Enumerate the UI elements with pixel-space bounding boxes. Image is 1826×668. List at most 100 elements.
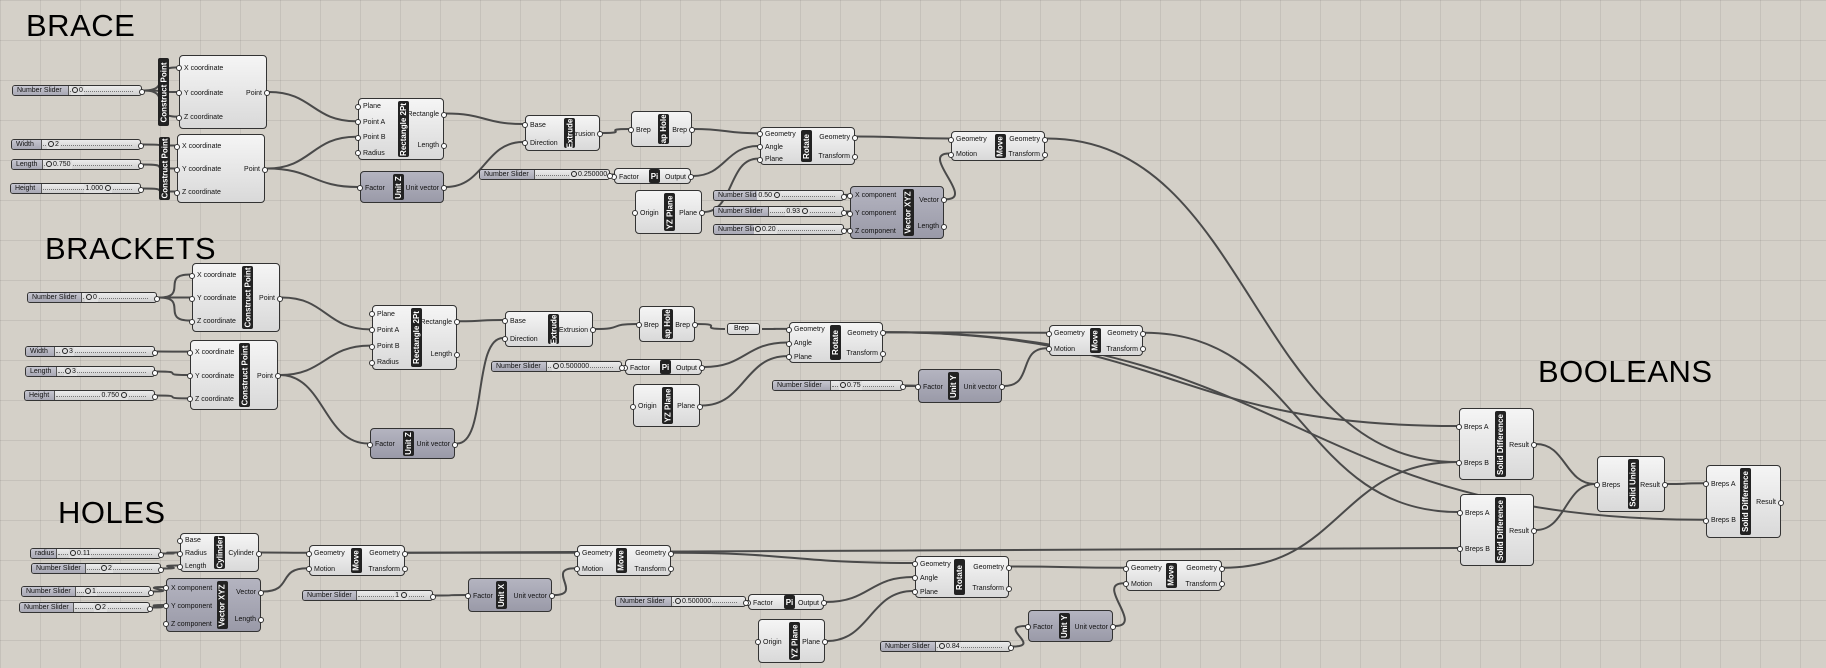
slider-value[interactable]: 0	[85, 293, 98, 302]
input-port[interactable]	[187, 396, 193, 403]
output-port[interactable]	[941, 197, 947, 204]
input-z-coordinate[interactable]: Z coordinate	[182, 189, 221, 196]
slider-value[interactable]: 0.250000	[570, 170, 609, 179]
output-port[interactable]	[668, 550, 674, 557]
output-port[interactable]	[549, 593, 555, 599]
input-point-b[interactable]: Point B	[377, 343, 400, 351]
slider-handle-icon[interactable]	[65, 368, 71, 375]
output-point[interactable]: Point	[257, 372, 273, 380]
slider-handle-icon[interactable]	[70, 550, 76, 557]
input-port[interactable]	[574, 550, 580, 557]
input-point-b[interactable]: Point B	[363, 134, 386, 142]
input-port[interactable]	[189, 295, 195, 302]
output-transform[interactable]: Transform	[368, 565, 400, 573]
output-port[interactable]	[138, 143, 144, 149]
output-port[interactable]	[1042, 151, 1048, 158]
output-unit-vector[interactable]: Unit vector	[513, 592, 547, 600]
input-geometry[interactable]: Geometry	[314, 550, 345, 558]
input-angle[interactable]: Angle	[765, 143, 783, 151]
output-port[interactable]	[152, 350, 158, 356]
output-port[interactable]	[590, 327, 596, 333]
output-port[interactable]	[999, 384, 1005, 390]
output-port[interactable]	[277, 295, 283, 302]
output-brep[interactable]: Brep	[675, 321, 690, 329]
input-motion[interactable]: Motion	[1131, 580, 1153, 588]
slider-handle-icon[interactable]	[571, 171, 577, 178]
input-port[interactable]	[1046, 330, 1052, 337]
output-transform[interactable]: Transform	[1185, 580, 1217, 588]
output-port[interactable]	[139, 89, 145, 95]
input-port[interactable]	[636, 322, 642, 328]
output-extrusion[interactable]: Extrusion	[558, 326, 588, 334]
slider-value[interactable]: 2	[47, 140, 60, 149]
slider-handle-icon[interactable]	[48, 141, 54, 148]
output-port[interactable]	[1219, 565, 1225, 572]
slider-value[interactable]: 0.75	[839, 381, 862, 390]
output-port[interactable]	[258, 589, 264, 596]
output-plane[interactable]: Plane	[802, 638, 820, 646]
output-port[interactable]	[880, 350, 886, 357]
output-geometry[interactable]: Geometry	[1186, 565, 1217, 573]
output-unit-vector[interactable]: Unit vector	[416, 441, 450, 448]
input-port[interactable]	[357, 185, 363, 191]
input-port[interactable]	[1123, 565, 1129, 572]
input-z-coordinate[interactable]: Z coordinate	[195, 395, 234, 403]
output-port[interactable]	[597, 131, 603, 137]
slider-handle-icon[interactable]	[939, 643, 945, 650]
output-port[interactable]	[1008, 645, 1014, 651]
slider-handle-icon[interactable]	[121, 392, 127, 399]
input-port[interactable]	[174, 166, 180, 173]
output-port[interactable]	[607, 173, 613, 179]
input-port[interactable]	[786, 326, 792, 333]
input-port[interactable]	[174, 143, 180, 150]
slider-value[interactable]: 3	[64, 367, 77, 376]
output-port[interactable]	[158, 552, 164, 558]
input-port[interactable]	[847, 210, 853, 217]
input-port[interactable]	[1456, 424, 1462, 430]
output-transform[interactable]: Transform	[972, 585, 1004, 592]
output-port[interactable]	[1219, 581, 1225, 588]
input-geometry[interactable]: Geometry	[765, 130, 796, 138]
input-port[interactable]	[176, 114, 182, 121]
input-factor[interactable]: Factor	[630, 364, 650, 372]
input-brep[interactable]: Brep	[636, 126, 651, 134]
input-port[interactable]	[189, 318, 195, 325]
output-port[interactable]	[138, 187, 144, 193]
output-port[interactable]	[619, 365, 625, 371]
slider-track[interactable]	[75, 587, 142, 596]
output-port[interactable]	[668, 566, 674, 573]
input-breps-a[interactable]: Breps A	[1465, 509, 1490, 517]
input-brep[interactable]: Brep	[644, 321, 659, 329]
input-port[interactable]	[847, 192, 853, 199]
output-port[interactable]	[452, 441, 458, 448]
input-breps-a[interactable]: Breps A	[1711, 480, 1736, 488]
slider-track[interactable]	[85, 564, 152, 573]
output-rectangle[interactable]: Rectangle	[407, 111, 439, 118]
input-x-component[interactable]: X component	[855, 192, 897, 200]
slider-track[interactable]	[41, 140, 132, 149]
input-geometry[interactable]: Geometry	[582, 550, 613, 558]
slider-handle-icon[interactable]	[105, 185, 111, 192]
slider-track[interactable]	[54, 347, 146, 356]
input-port[interactable]	[369, 327, 375, 334]
input-port[interactable]	[177, 537, 183, 544]
input-x-coordinate[interactable]: X coordinate	[195, 349, 235, 357]
input-z-coordinate[interactable]: Z coordinate	[197, 318, 236, 325]
input-port[interactable]	[786, 340, 792, 347]
slider-handle-icon[interactable]	[62, 348, 68, 355]
input-port[interactable]	[177, 563, 183, 570]
